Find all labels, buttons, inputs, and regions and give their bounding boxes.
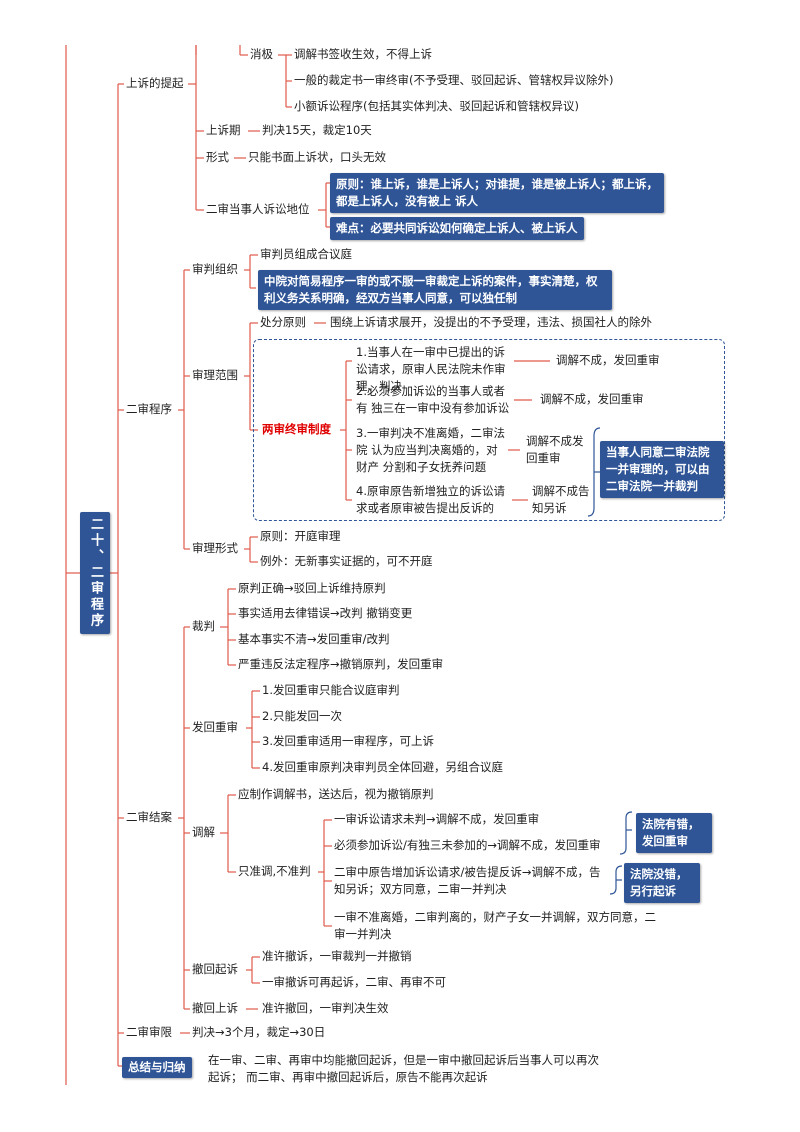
case-4-text: 4.原审原告新增独立的诉讼请求或者原审被告提出反诉的 (356, 484, 505, 515)
tribunal-label: 审判组织 (192, 262, 238, 276)
trial-form-exception: 例外：无新事实证据的，可不开庭 (260, 554, 433, 568)
scope-label: 审理范围 (192, 368, 238, 382)
judgment-item-4: 严重违反法定程序→撤销原判，发回重审 (238, 657, 444, 671)
withdraw-appeal-value: 准许撤回，一审判决生效 (262, 1001, 389, 1015)
remand-item-3: 3.发回重审适用一审程序，可上诉 (262, 734, 434, 748)
remand-item-2: 2.只能发回一次 (262, 709, 342, 723)
trial-form-principle: 原则：开庭审理 (260, 529, 341, 543)
judgment-item-1: 原判正确→驳回上诉维持原判 (238, 581, 386, 595)
disposition-principle-label: 处分原则 (260, 315, 306, 329)
mediate-only-label: 只准调,不准判 (238, 864, 311, 878)
case-3-text: 3.一审判决不准离婚，二审法院 认为应当判决离婚的，对财产 分割和子女抚养问题 (356, 426, 505, 474)
mediate-only-item-3: 二审中原告增加诉讼请求/被告提反诉→调解不成，告知另诉；双方同意，二审一并判决 (334, 865, 601, 896)
root-node: 二十、二审程序 (80, 512, 110, 634)
case-2-result: 调解不成，发回重审 (540, 392, 644, 406)
withdraw-appeal-label: 撤回上诉 (192, 1001, 238, 1015)
mediate-only-item-2: 必须参加诉讼/有独三未参加的→调解不成，发回重审 (334, 838, 601, 852)
appeal-period-value: 判决15天，裁定10天 (262, 123, 372, 137)
party-principle-box: 原则：谁上诉，谁是上诉人；对谁提，谁是被上诉人；都上诉，都是上诉人，没有被上 诉… (330, 173, 664, 213)
court-wrong-box: 法院有错，发回重审 (636, 813, 712, 853)
two-trial-system-label: 两审终审制度 (262, 422, 331, 436)
form-label: 形式 (206, 150, 229, 164)
appeal-period-label: 上诉期 (206, 123, 241, 137)
time-limit-value: 判决→3个月，裁定→30日 (192, 1025, 326, 1039)
trial-form-label: 审理形式 (192, 541, 238, 555)
court-right-box: 法院没错，另行起诉 (624, 863, 700, 903)
withdraw-suit-item-1: 准许撤诉，一审裁判一并撤销 (262, 949, 412, 963)
consent-joint-judgment-box: 当事人同意二审法院一并审理的，可以由二审法院一并裁判 (600, 441, 724, 498)
branch-case-closing: 二审结案 (126, 810, 172, 824)
case-4-result: 调解不成告知另诉 (532, 484, 590, 515)
disposition-principle-value: 围绕上诉请求展开，没提出的不予受理，违法、损国社人的除外 (330, 315, 652, 329)
form-value: 只能书面上诉状，口头无效 (248, 150, 386, 164)
mediation-item-1: 应制作调解书，送达后，视为撤销原判 (238, 787, 434, 801)
remand-item-1: 1.发回重审只能合议庭审判 (262, 683, 400, 697)
case-1-text: 1.当事人在一审中已提出的诉讼请求，原审人民法院未作审理、判决 (356, 345, 506, 393)
withdraw-suit-label: 撤回起诉 (192, 962, 238, 976)
judgment-label: 裁判 (192, 619, 215, 633)
party-difficulty-box: 难点：必要共同诉讼如何确定上诉人、被上诉人 (330, 217, 584, 240)
summary-text: 在一审、二审、再审中均能撤回起诉，但是一审中撤回起诉后当事人可以再次起诉； 而二… (208, 1053, 599, 1084)
remand-label: 发回重审 (192, 720, 238, 734)
remand-item-4: 4.发回重审原判决审判员全体回避，另组合议庭 (262, 760, 503, 774)
withdraw-suit-item-2: 一审撤诉可再起诉，二审、再审不可 (262, 975, 446, 989)
tribunal-sole-judge-box: 中院对简易程序一审的或不服一审裁定上诉的案件，事实清楚，权利义务关系明确，经双方… (258, 270, 612, 310)
judgment-item-2: 事实适用去律错误→改判 撤销变更 (238, 606, 413, 620)
summary-label: 总结与归纳 (122, 1057, 192, 1078)
negative-item-2: 一般的裁定书一审终审(不予受理、驳回起诉、管辖权异议除外) (294, 73, 614, 87)
two-trial-group (253, 339, 725, 521)
party-status-label: 二审当事人诉讼地位 (206, 202, 310, 216)
mediate-only-item-1: 一审诉讼请求未判→调解不成，发回重审 (334, 812, 540, 826)
branch-appeal-filing: 上诉的提起 (126, 76, 184, 90)
negative-item-1: 调解书签收生效，不得上诉 (294, 47, 432, 61)
judgment-item-3: 基本事实不清→发回重审/改判 (238, 632, 390, 646)
branch-second-instance: 二审程序 (126, 402, 172, 416)
tribunal-item-1: 审判员组成合议庭 (260, 247, 352, 261)
case-3-result: 调解不成发回重审 (526, 434, 584, 465)
branch-time-limit: 二审审限 (126, 1025, 172, 1039)
negative-label: 消极 (250, 47, 273, 61)
mediate-only-item-4: 一审不准离婚，二审判离的，财产子女一并调解，双方同意，二审一并判决 (334, 910, 656, 941)
mediation-label: 调解 (192, 825, 215, 839)
negative-item-3: 小额诉讼程序(包括其实体判决、驳回起诉和管辖权异议) (294, 99, 579, 113)
case-1-result: 调解不成，发回重审 (556, 353, 660, 367)
case-2-text: 2.必须参加诉讼的当事人或者有 独三在一审中没有参加诉讼 (356, 384, 510, 415)
